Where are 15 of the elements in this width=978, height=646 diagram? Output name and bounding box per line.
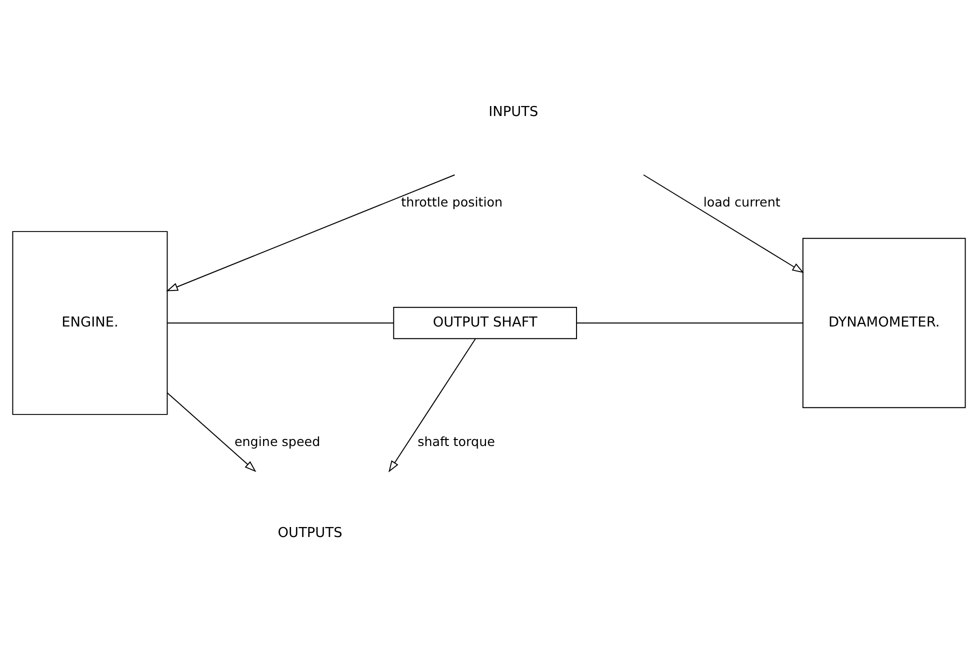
node-box: DYNAMOMETER.	[802, 238, 966, 408]
label: INPUTS	[488, 104, 538, 120]
edge-label: engine speed	[234, 434, 320, 450]
edge-label: shaft torque	[418, 434, 496, 450]
edge-label: load current	[703, 194, 780, 210]
node-box: OUTPUT SHAFT	[393, 306, 578, 340]
arrow	[643, 174, 804, 273]
node-box: ENGINE.	[12, 231, 168, 415]
label: OUTPUTS	[278, 525, 342, 542]
connector	[576, 322, 804, 324]
edge-label: throttle position	[401, 194, 503, 210]
connector	[167, 322, 394, 324]
arrow	[166, 174, 456, 292]
arrow	[388, 338, 476, 472]
arrow	[166, 392, 256, 472]
